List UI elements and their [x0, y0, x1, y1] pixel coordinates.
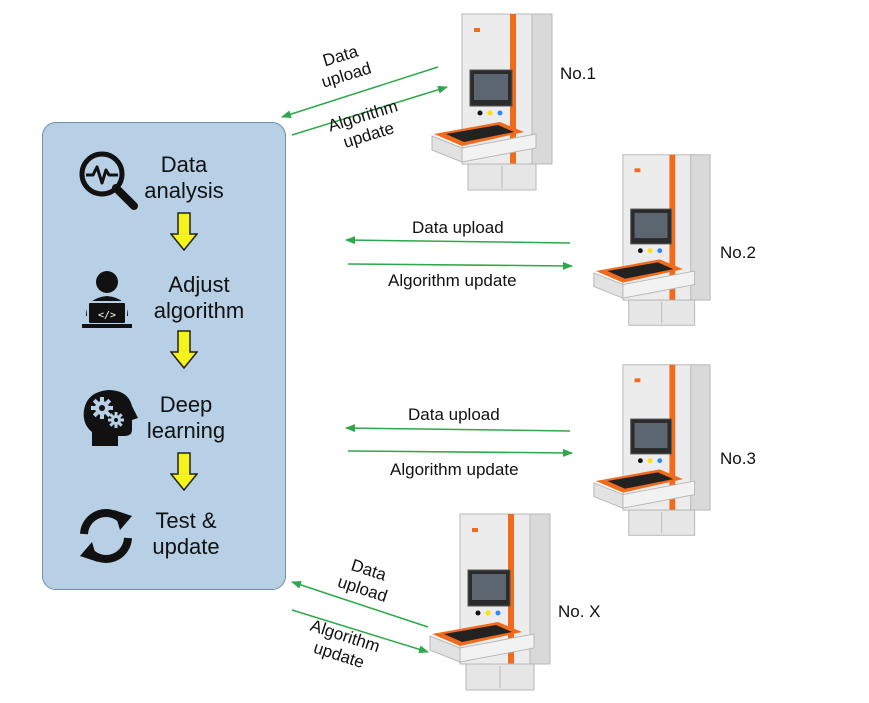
- machine-label-no1: No.1: [560, 64, 596, 83]
- algorithm-update-label-2: Algorithm update: [388, 271, 517, 290]
- data-upload-arrow-2: [345, 236, 571, 245]
- algorithm-update-arrow-3: [347, 448, 573, 457]
- algorithm-update-arrow-1: [291, 85, 448, 136]
- algorithm-update-arrow-x: [291, 609, 429, 654]
- developer-laptop-icon: </>: [82, 271, 132, 328]
- machine-label-no2: No.2: [720, 243, 756, 262]
- process-panel: [42, 122, 286, 590]
- data-upload-arrow-3: [345, 424, 571, 433]
- algorithm-update-label-3: Algorithm update: [390, 460, 519, 479]
- step-label-line: Deep: [159, 392, 213, 417]
- step-test-update-label: Test & update: [134, 508, 238, 560]
- step-label-line: algorithm: [153, 298, 245, 323]
- step-label-line: analysis: [144, 178, 224, 203]
- data-upload-label-2: Data upload: [412, 218, 504, 237]
- down-arrow-icon: [170, 452, 198, 492]
- machine-label-no3: No.3: [720, 449, 756, 468]
- inspection-machine-2: [593, 154, 711, 326]
- inspection-machine-3: [593, 364, 711, 536]
- svg-text:</>: </>: [98, 310, 116, 321]
- step-label-line: Data: [160, 152, 208, 177]
- step-label-line: update: [152, 534, 220, 559]
- down-arrow-icon: [170, 212, 198, 252]
- inspection-machine-x: [429, 513, 551, 691]
- step-label-line: learning: [146, 418, 226, 443]
- data-upload-arrow-1: [281, 66, 439, 119]
- algorithm-update-arrow-2: [347, 261, 573, 270]
- data-upload-label-3: Data upload: [408, 405, 500, 424]
- step-deep-learning-label: Deep learning: [136, 392, 236, 444]
- magnifier-pulse-icon: [79, 151, 138, 210]
- head-gears-icon: [83, 390, 138, 446]
- step-label-line: Test &: [155, 508, 217, 533]
- inspection-machine-1: [431, 13, 553, 191]
- step-label-line: Adjust: [168, 272, 230, 297]
- refresh-arrows-icon: [80, 509, 132, 563]
- machine-label-nox: No. X: [558, 602, 601, 621]
- down-arrow-icon: [170, 330, 198, 370]
- step-adjust-algorithm-label: Adjust algorithm: [140, 272, 258, 324]
- step-data-analysis-label: Data analysis: [134, 152, 234, 204]
- data-upload-arrow-x: [291, 581, 429, 628]
